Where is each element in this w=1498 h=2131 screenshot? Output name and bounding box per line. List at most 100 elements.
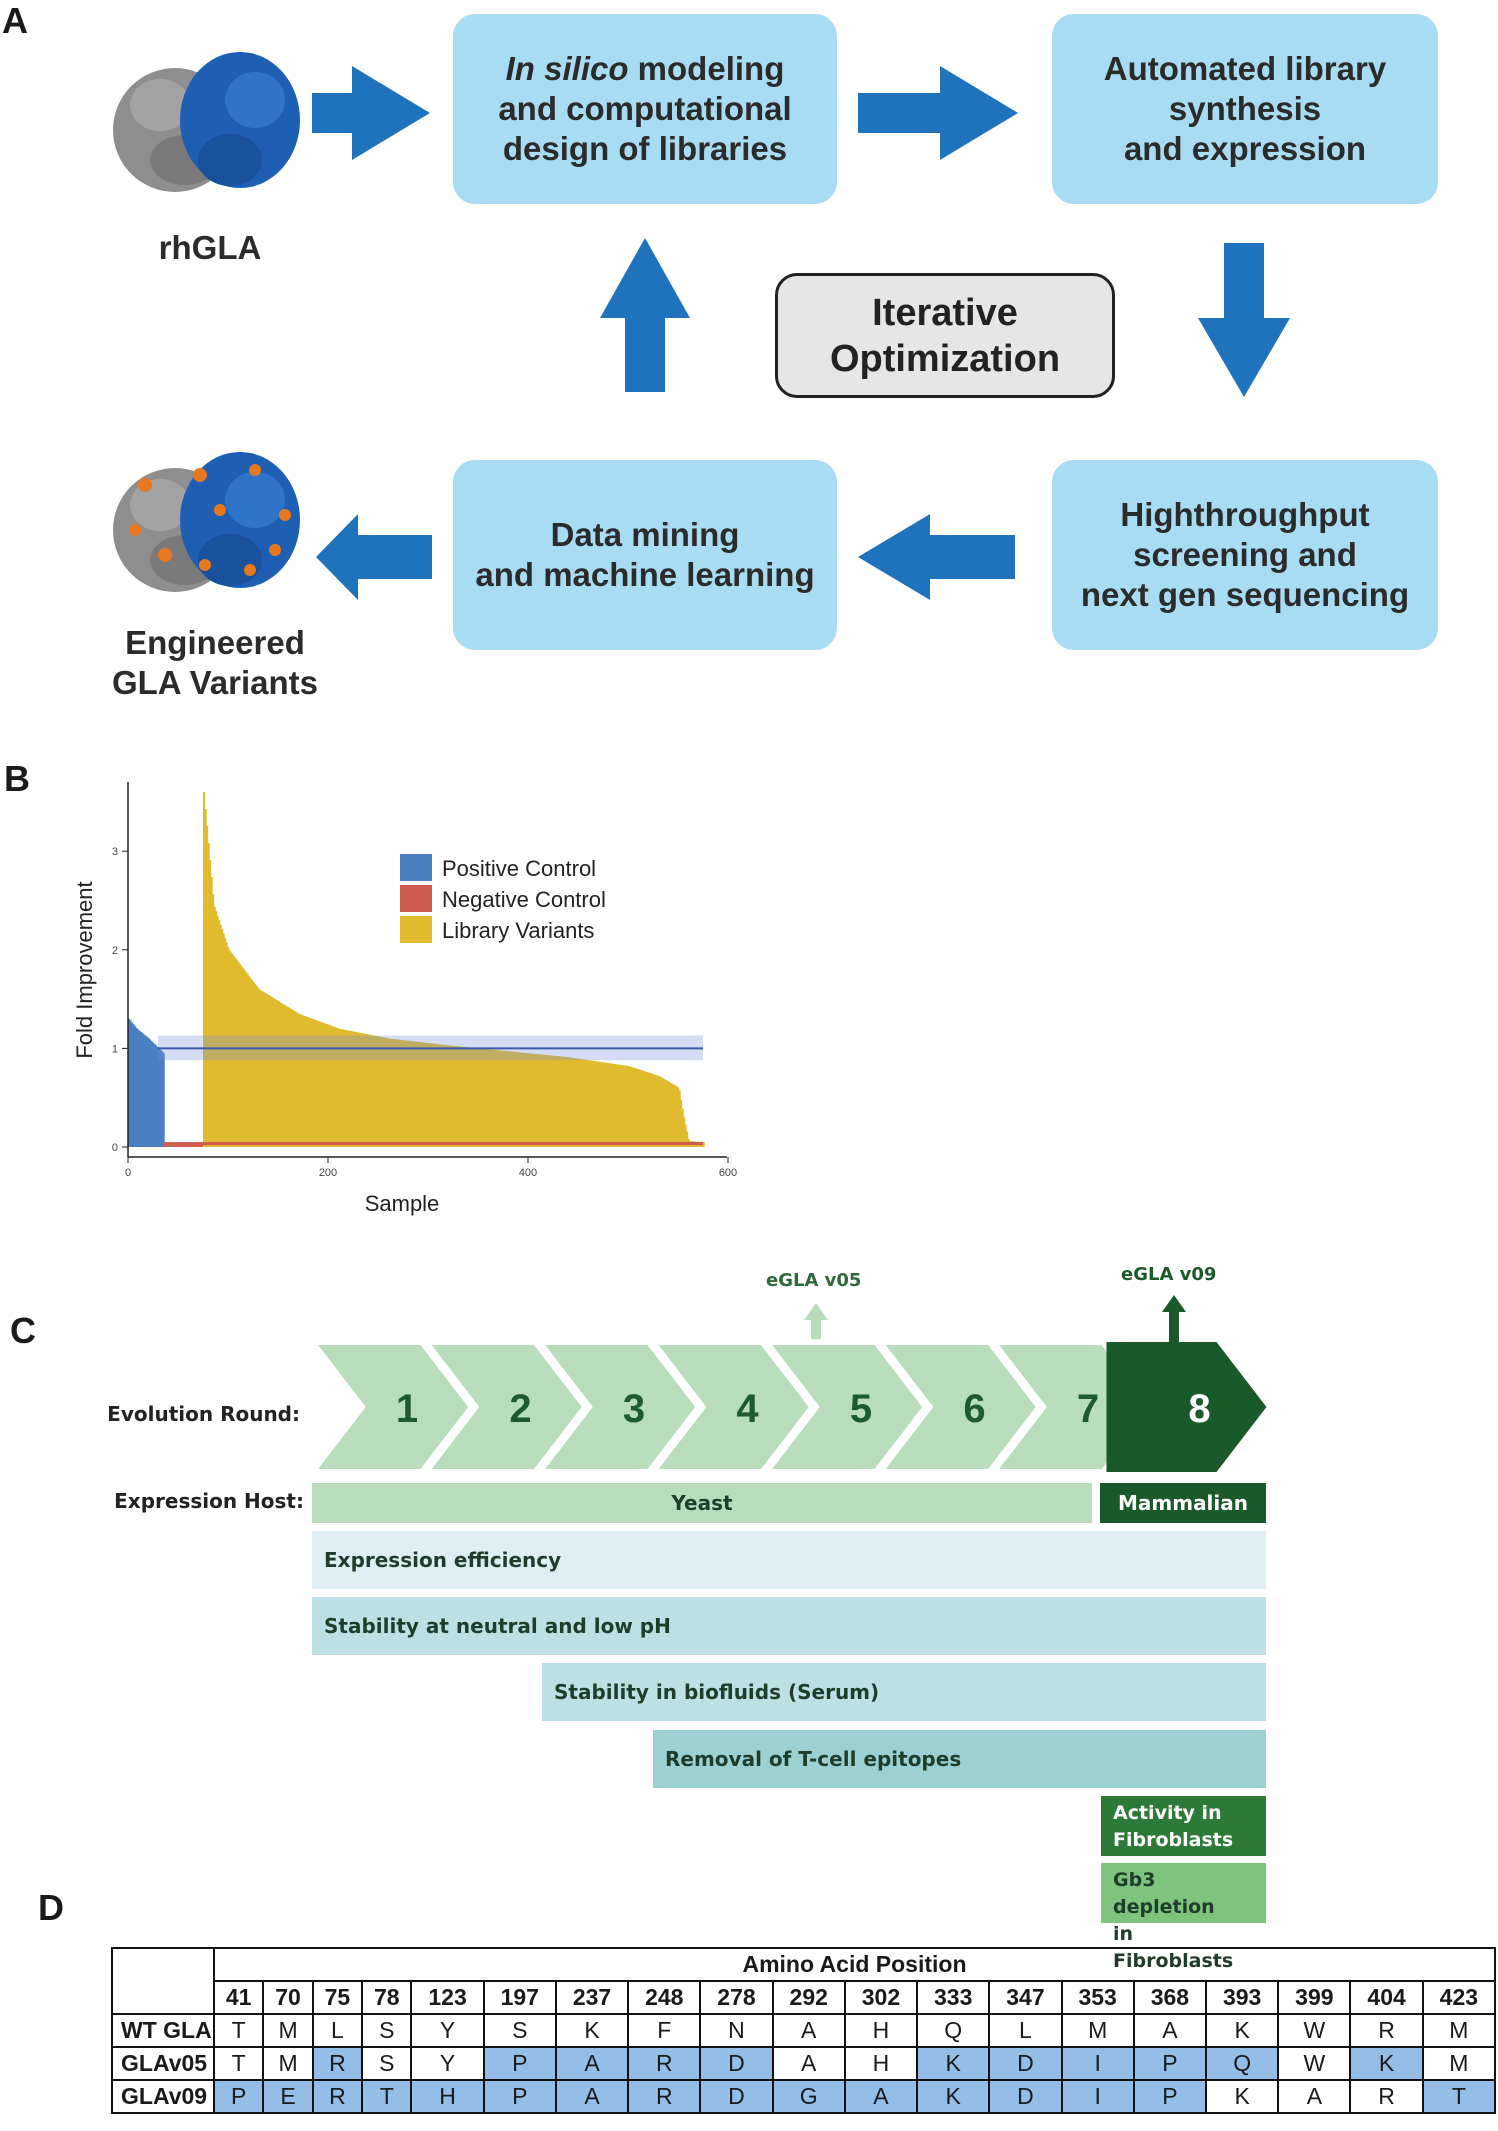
library-variant-bar [512,1051,515,1147]
library-variant-bar [609,1063,612,1147]
library-variant-bar [552,1055,555,1147]
host-mammalian-bar: Mammalian [1100,1483,1266,1523]
goal-stability-serum-text: Stability in biofluids (Serum) [554,1680,880,1704]
residue-cell: Q [916,2013,991,2048]
library-variant-bar [323,1023,326,1147]
library-variant-bar [254,983,257,1147]
library-variant-bar [311,1018,314,1147]
library-variant-bar [306,1017,309,1147]
library-variant-bar [243,970,246,1147]
library-variant-bar [230,952,233,1147]
library-variant-bar [212,894,215,1147]
residue-cell: W [1277,2046,1352,2081]
position-cell: 333 [916,1980,991,2015]
position-cell: 302 [843,1980,919,2015]
library-variant-bar [308,1017,311,1147]
library-variant-bar [240,966,243,1147]
round-number-label: 8 [1188,1387,1210,1431]
x-tick-label: 400 [519,1167,537,1179]
library-variant-bar [332,1026,335,1147]
library-variant-bar [446,1045,449,1147]
library-variant-bar [570,1057,573,1147]
legend-swatch [400,885,432,912]
library-synthesis-box: Automated library synthesis and expressi… [1052,14,1438,204]
position-cell: 197 [482,1980,557,2015]
x-tick-label: 200 [319,1167,337,1179]
library-variant-bar [219,924,222,1147]
library-variant-bar [375,1036,378,1147]
library-variant-bar [207,843,210,1147]
library-variant-bar [395,1039,398,1147]
library-variant-bar [644,1071,647,1147]
positive-control-bar [144,1035,147,1147]
library-variant-bar [347,1030,350,1147]
residue-cell: D [988,2046,1063,2081]
residue-cell: R [627,2079,702,2114]
negative-baseline [203,1142,703,1146]
library-variant-bar [309,1018,312,1147]
library-variant-bar [320,1022,323,1147]
callout-arrows [804,1295,1186,1344]
library-variant-bar [515,1052,518,1147]
library-variant-bar [648,1072,651,1147]
library-variant-bar [629,1066,632,1147]
library-variant-bar [339,1028,342,1147]
engineered-variants-label: Engineered GLA Variants [111,624,318,701]
library-variant-bar [434,1043,437,1147]
library-variant-bar [498,1050,501,1147]
library-variant-bar [285,1006,288,1147]
library-variant-bar [380,1036,383,1147]
library-variant-bar [702,1142,705,1147]
library-variant-bar [573,1058,576,1147]
library-variant-bar [558,1056,561,1147]
y-axis-title: Fold Improvement [72,881,97,1058]
egla-v09-callout: eGLA v09 [1121,1264,1217,1285]
library-variant-bar [497,1050,500,1147]
amino-acid-position-header: Amino Acid Position [213,1947,1496,1982]
library-variant-bar [302,1015,305,1147]
host-yeast-text: Yeast [671,1491,733,1515]
library-variant-bar [374,1035,377,1147]
round-number-label: 5 [850,1387,872,1431]
library-variant-bar [333,1027,336,1147]
insilico-design-box: In silico modeling and computational des… [453,14,837,204]
library-variant-bar [482,1048,485,1147]
library-variant-bar [401,1040,404,1147]
library-variant-bar [279,1002,282,1147]
library-variant-bar [342,1029,345,1147]
library-variant-bar [635,1068,638,1147]
library-variant-bar [281,1003,284,1147]
positive-control-bar [156,1046,159,1147]
library-variant-bar [546,1055,549,1147]
position-cell: 404 [1349,1980,1424,2015]
library-variant-bar [206,826,209,1147]
library-variant-bar [210,877,213,1147]
library-variant-bar [686,1131,689,1147]
residue-cell: H [843,2013,919,2048]
residue-cell: P [1132,2079,1208,2114]
library-variant-bar [387,1038,390,1147]
round-number-label: 1 [396,1387,418,1431]
library-variant-bar [503,1050,506,1147]
negative-control-bar [163,1142,203,1147]
residue-cell: K [916,2046,991,2081]
variant-name-cell: GLAv05 [111,2046,215,2081]
library-variant-bar [563,1056,566,1147]
insilico-italic-text: In silico [505,50,629,87]
table-header-row: Amino Acid Position [111,1947,1496,1982]
residue-cell: R [311,2079,364,2114]
library-variant-bar [590,1060,593,1147]
library-variant-bar [627,1066,630,1147]
library-variant-bar [402,1040,405,1147]
library-variant-bar [656,1075,659,1147]
library-variant-bar [252,981,255,1147]
library-variant-bar [533,1053,536,1147]
library-variant-bar [569,1057,572,1147]
host-mammalian-text: Mammalian [1117,1491,1249,1515]
library-variant-bar [536,1054,539,1147]
library-variant-bar [464,1047,467,1147]
residue-cell: A [554,2079,630,2114]
library-variant-bar [282,1004,285,1147]
library-variant-bar [614,1064,617,1147]
library-variant-bar [441,1044,444,1147]
